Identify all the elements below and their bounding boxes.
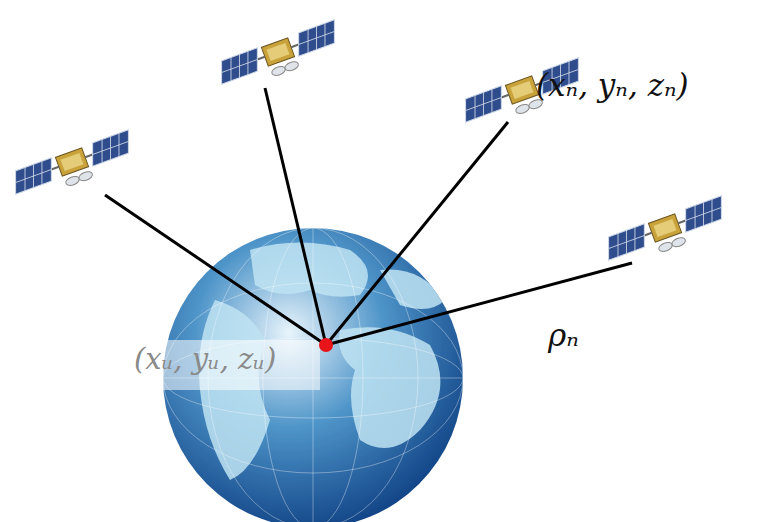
- satellite: [214, 20, 346, 95]
- satellite-coordinates: (xₙ, yₙ, zₙ): [536, 68, 689, 102]
- user-point: [319, 338, 333, 352]
- pseudorange-label: ρₙ: [548, 318, 579, 352]
- globe: [130, 228, 463, 522]
- range-lines: [105, 88, 632, 345]
- satellite: [8, 130, 140, 205]
- user-coordinates: (xᵤ, yᵤ, zᵤ): [134, 344, 276, 376]
- satellite: [601, 196, 733, 271]
